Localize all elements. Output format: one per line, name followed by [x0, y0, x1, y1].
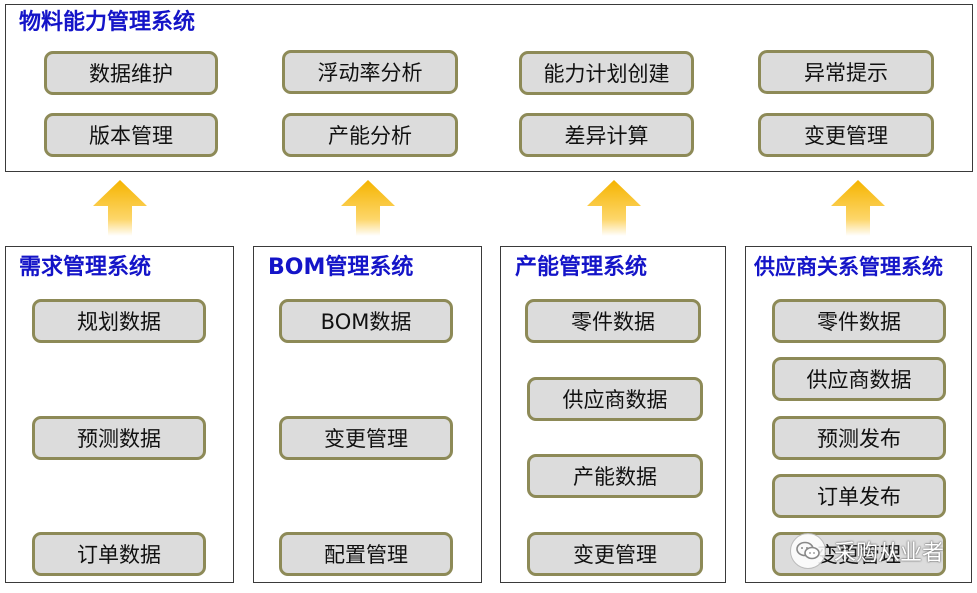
top-box-capacity-plan-create: 能力计划创建 [519, 51, 694, 95]
capacity-box-supplier-data: 供应商数据 [527, 377, 703, 421]
bom-box-change-management: 变更管理 [279, 416, 453, 460]
watermark: 采购从业者 [790, 533, 945, 569]
demand-box-planning-data: 规划数据 [32, 299, 206, 343]
wechat-icon [790, 533, 826, 569]
top-box-change-management: 变更管理 [758, 113, 934, 157]
arrow-up-icon [341, 180, 395, 236]
srm-box-part-data: 零件数据 [772, 299, 946, 343]
demand-box-order-data: 订单数据 [32, 532, 206, 576]
capacity-box-part-data: 零件数据 [525, 299, 701, 343]
arrow-up-icon [587, 180, 641, 236]
srm-box-order-release: 订单发布 [772, 474, 946, 518]
arrow-up-icon [93, 180, 147, 236]
bom-box-config-management: 配置管理 [279, 532, 453, 576]
srm-system-title: 供应商关系管理系统 [754, 255, 943, 279]
top-box-exception-alert: 异常提示 [758, 50, 934, 94]
bom-box-bom-data: BOM数据 [279, 299, 453, 343]
capacity-system-title: 产能管理系统 [515, 255, 648, 280]
demand-box-forecast-data: 预测数据 [32, 416, 206, 460]
watermark-text: 采购从业者 [834, 541, 945, 566]
top-box-version-management: 版本管理 [44, 113, 218, 157]
arrow-up-icon [831, 180, 885, 236]
top-box-difference-calc: 差异计算 [519, 113, 694, 157]
capacity-box-change-management: 变更管理 [527, 532, 703, 576]
bom-system-title: BOM管理系统 [268, 255, 414, 280]
srm-box-forecast-release: 预测发布 [772, 416, 946, 460]
top-panel-title: 物料能力管理系统 [19, 10, 196, 35]
top-box-data-maintenance: 数据维护 [44, 51, 218, 95]
top-box-float-rate-analysis: 浮动率分析 [282, 50, 458, 94]
demand-system-title: 需求管理系统 [19, 255, 152, 280]
capacity-box-capacity-data: 产能数据 [527, 454, 703, 498]
top-box-capacity-analysis: 产能分析 [282, 113, 458, 157]
srm-box-supplier-data: 供应商数据 [772, 357, 946, 401]
